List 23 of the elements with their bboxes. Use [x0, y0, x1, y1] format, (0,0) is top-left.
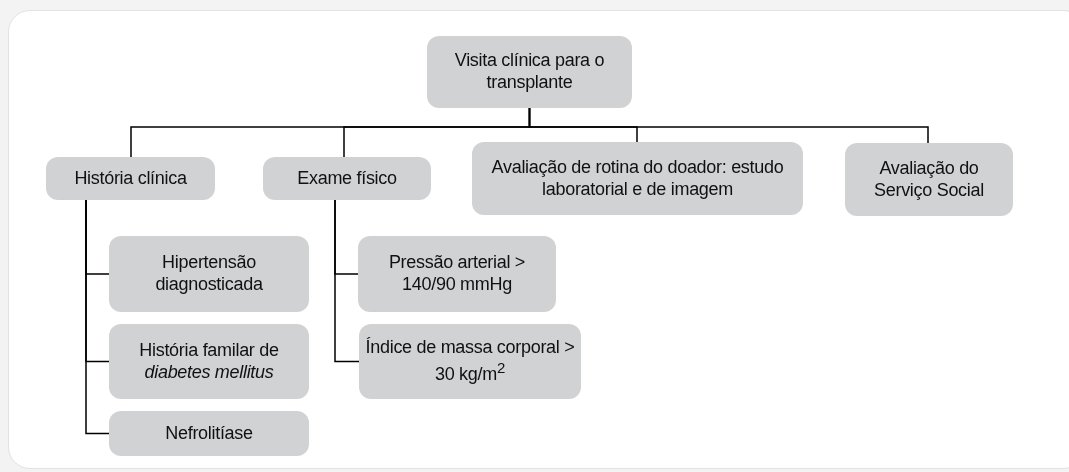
- box-label: Pressão arterial > 140/90 mmHg: [387, 252, 527, 296]
- process-box: [845, 143, 1013, 216]
- process-box: [263, 157, 431, 200]
- box-label: Avaliação de rotina do doador: estudo laboratorial e de imagem: [490, 156, 785, 201]
- box-label: Nefrolitíase: [165, 422, 253, 445]
- process-box: [359, 324, 581, 399]
- process-box: [46, 157, 215, 200]
- box-label: Visita clínica para o transplante: [453, 50, 606, 94]
- box-label: Exame físico: [297, 167, 397, 190]
- box-label: História familar de diabetes mellitus: [138, 339, 280, 384]
- box-label: História clínica: [74, 167, 187, 190]
- connector-line: [528, 107, 929, 144]
- process-box: [427, 36, 632, 108]
- connector-line: [334, 199, 360, 363]
- process-box: [472, 142, 803, 215]
- process-box: [109, 324, 309, 399]
- box-label: Índice de massa corporal > 30 kg/m$^{2}$: [365, 337, 575, 386]
- process-box: [358, 236, 556, 312]
- process-box: [109, 411, 309, 456]
- box-label: Avaliação do Serviço Social: [873, 157, 985, 202]
- process-box: [109, 236, 309, 312]
- connector-line: [85, 199, 110, 435]
- box-label: Hipertensão diagnosticada: [154, 252, 264, 296]
